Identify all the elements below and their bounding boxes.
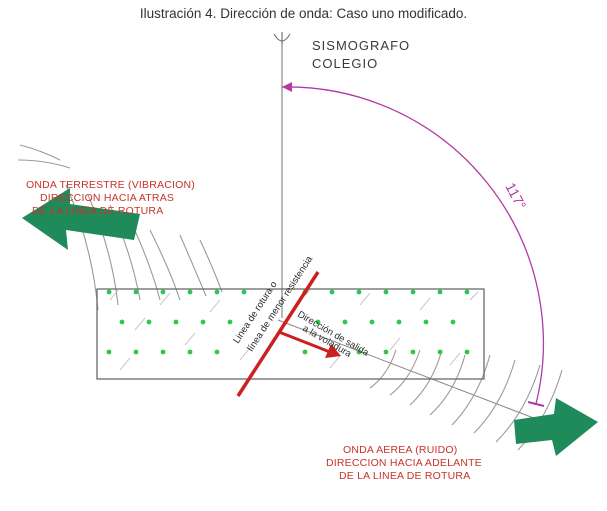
air-wave-label-line3: DE LA LINEA DE ROTURA	[339, 470, 470, 482]
seismograph-icon	[273, 32, 291, 44]
angle-label: 117°	[502, 180, 529, 212]
ground-wave-label-line1: ONDA TERRESTRE (VIBRACION)	[26, 179, 195, 191]
air-wavefronts	[369, 349, 563, 451]
ground-wave-arrow	[22, 188, 140, 250]
air-wave-label-line1: ONDA AEREA (RUIDO)	[343, 444, 457, 456]
seismograph-label-line2: COLEGIO	[312, 56, 378, 71]
angle-arc-end-tick	[527, 401, 545, 407]
bench-hatching	[109, 289, 479, 371]
air-wave-direction-line	[277, 319, 566, 431]
angle-arc	[281, 86, 545, 405]
ground-wave-label-line3: DE LA LINEA DE ROTURA	[32, 205, 163, 217]
break-line	[236, 271, 320, 397]
air-wave-label-line2: DIRECCION HACIA ADELANTE	[326, 457, 482, 469]
ground-wavefronts	[17, 144, 223, 311]
air-wave-arrow	[514, 398, 598, 456]
seismograph-label-line1: SISMOGRAFO	[312, 38, 410, 53]
exit-direction-arrow-shaft	[278, 330, 331, 354]
angle-arc-start-tick	[282, 82, 292, 92]
blast-bench	[96, 288, 485, 380]
ground-wave-label-line2: DIRECCION HACIA ATRAS	[40, 192, 174, 204]
figure-caption: Ilustración 4. Dirección de onda: Caso u…	[139, 6, 468, 21]
exit-direction-arrow-head	[325, 344, 341, 358]
